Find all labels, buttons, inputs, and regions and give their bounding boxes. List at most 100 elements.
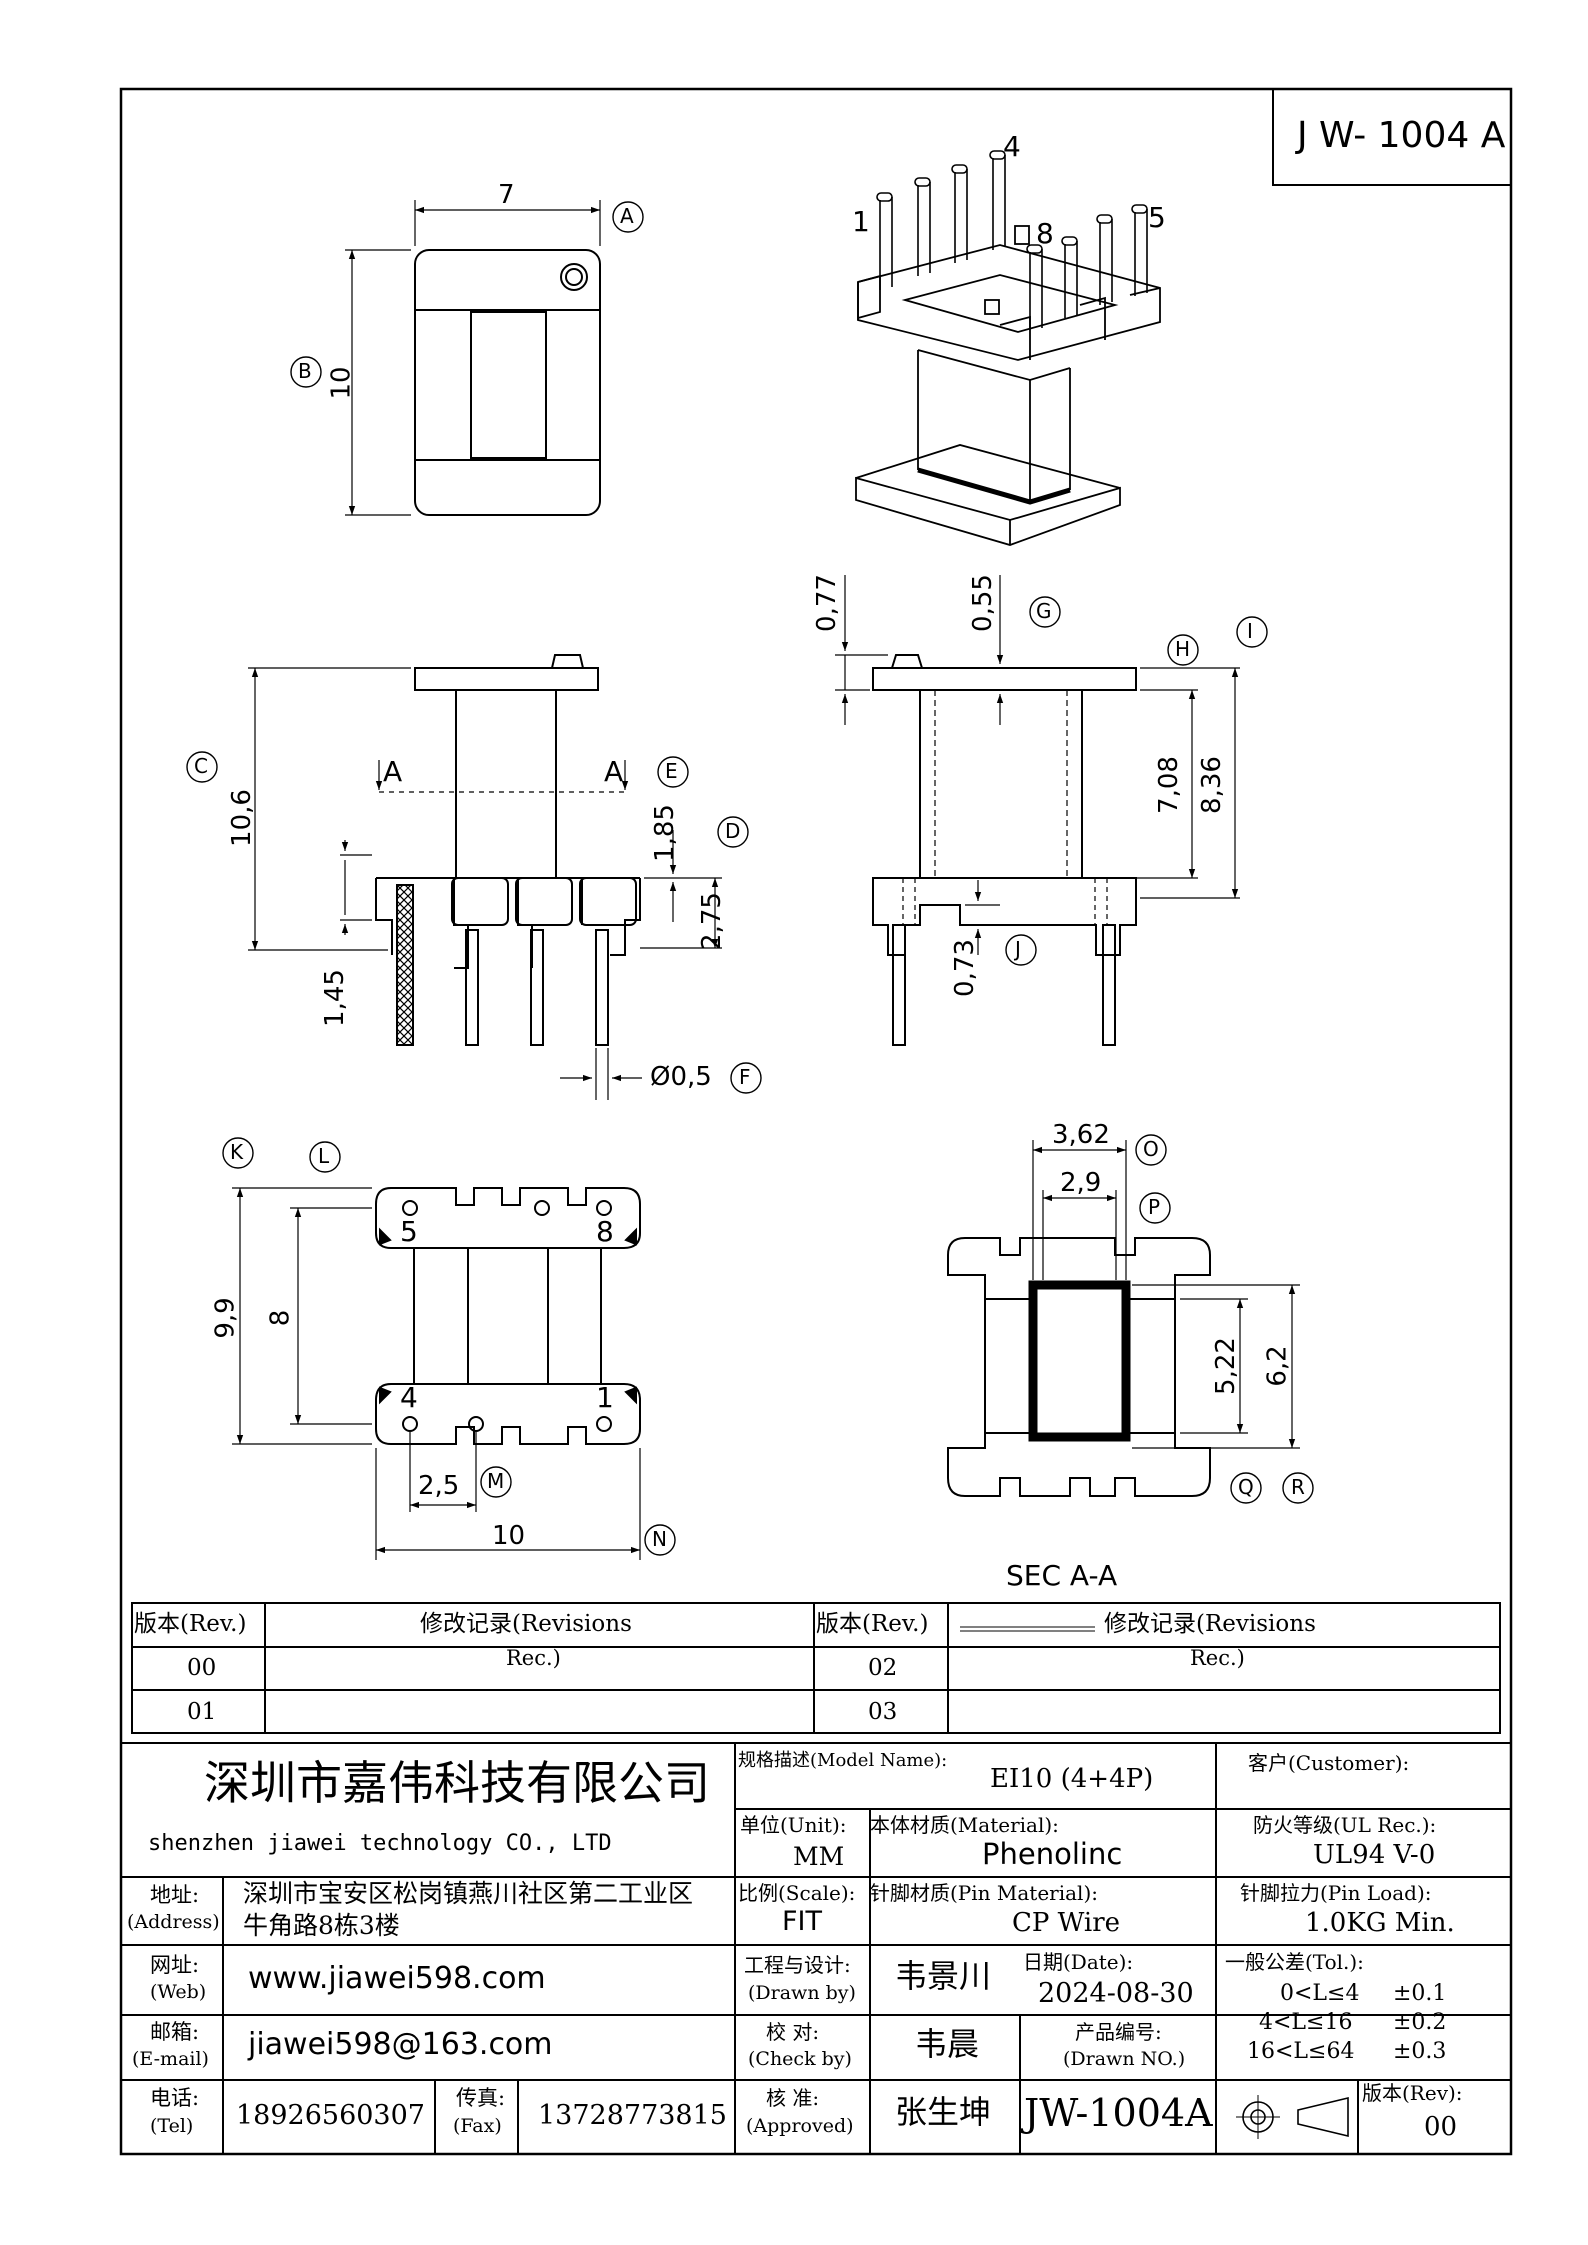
web-label: 网址: xyxy=(150,1953,200,1977)
balloon-letter: R xyxy=(1291,1475,1305,1499)
rev-label: 版本(Rev): xyxy=(1362,2081,1463,2105)
web-label-en: (Web) xyxy=(150,1981,207,2003)
balloon-letter: P xyxy=(1148,1195,1161,1219)
approved-by-value: 张生坤 xyxy=(895,2093,992,2131)
balloon-letter: Q xyxy=(1238,1475,1254,1499)
material-value: Phenolinc xyxy=(982,1837,1123,1871)
iso-pin-label: 5 xyxy=(1148,201,1166,234)
ul-value: UL94 V-0 xyxy=(1313,1840,1436,1870)
sheet-border xyxy=(119,87,1513,2156)
balloon-letter: M xyxy=(487,1469,505,1493)
dim-g2: 0,55 xyxy=(967,574,998,632)
front-view xyxy=(375,654,641,1046)
approved-label: 核 准: xyxy=(766,2086,820,2110)
scale-value: FIT xyxy=(782,1906,822,1937)
approved-label-en: (Approved) xyxy=(746,2115,854,2137)
ul-label: 防火等级(UL Rec.): xyxy=(1253,1813,1437,1837)
rev-value: 00 xyxy=(1424,2112,1458,2142)
dim-b: 10 xyxy=(326,366,357,400)
rev-row-00: 00 xyxy=(187,1655,217,1681)
date-label: 日期(Date): xyxy=(1023,1950,1134,1974)
dim-o2: 2,9 xyxy=(1060,1168,1102,1198)
dim-q: 5,22 xyxy=(1210,1337,1241,1395)
date-value: 2024-08-30 xyxy=(1038,1978,1194,2009)
balloon-letter: N xyxy=(652,1527,667,1551)
drawn-label-en: (Drawn by) xyxy=(748,1982,856,2004)
rev-header-left: 版本(Rev.) xyxy=(134,1611,247,1637)
drawn-label: 工程与设计: xyxy=(744,1953,851,1977)
dims-bottom-view xyxy=(232,1187,641,1560)
dim-j: 0,73 xyxy=(949,939,980,997)
dims-front-view xyxy=(248,667,722,1100)
tolerance-range: 0<L≤4 xyxy=(1280,1981,1360,2006)
section-title: SEC A-A xyxy=(1006,1559,1118,1592)
section-mark-left: A xyxy=(383,755,403,788)
dims-section-view xyxy=(1032,1140,1300,1449)
model-label: 规格描述(Model Name): xyxy=(738,1750,948,1771)
section-mark-right: A xyxy=(604,755,624,788)
address-line2: 牛角路8栋3楼 xyxy=(243,1911,400,1940)
check-label-en: (Check by) xyxy=(748,2048,852,2070)
dim-h: 7,08 xyxy=(1153,756,1184,814)
pin-material-label: 针脚材质(Pin Material): xyxy=(870,1881,1098,1905)
tolerance-value: ±0.3 xyxy=(1393,2039,1447,2064)
fax-label-en: (Fax) xyxy=(453,2115,502,2137)
balloon-letter: O xyxy=(1143,1137,1159,1161)
dim-g1: 0,77 xyxy=(811,574,842,632)
rev-record-header-left-2: Rec.) xyxy=(506,1646,561,1670)
fax-label: 传真: xyxy=(456,2086,506,2110)
address-line1: 深圳市宝安区松岗镇燕川社区第二工业区 xyxy=(243,1879,694,1908)
bottom-pin-label: 4 xyxy=(400,1381,418,1414)
tolerance-label: 一般公差(Tol.): xyxy=(1225,1950,1364,1974)
balloon-letter: G xyxy=(1036,599,1052,623)
dim-r: 6,2 xyxy=(1262,1345,1293,1387)
tel-label: 电话: xyxy=(150,2086,200,2110)
balloon-letter: D xyxy=(725,819,741,843)
address-label-en: (Address) xyxy=(127,1911,220,1933)
email-label: 邮箱: xyxy=(150,2020,200,2044)
dim-l: 8 xyxy=(265,1309,296,1327)
fax-value: 13728773815 xyxy=(538,2100,727,2131)
dim-n: 10 xyxy=(492,1521,526,1551)
address-label: 地址: xyxy=(150,1883,200,1907)
dim-f: Ø0,5 xyxy=(650,1062,712,1092)
unit-label: 单位(Unit): xyxy=(740,1813,847,1837)
email-label-en: (E-mail) xyxy=(132,2048,209,2070)
drawing-no-value: JW-1004A xyxy=(1024,2091,1213,2135)
balloon-letter: A xyxy=(620,204,634,228)
balloon-letter: F xyxy=(739,1065,751,1089)
check-by-value: 韦晨 xyxy=(915,2025,980,2063)
check-label: 校 对: xyxy=(766,2020,820,2044)
tel-label-en: (Tel) xyxy=(150,2115,194,2137)
balloon-letter: L xyxy=(318,1144,330,1168)
product-no-label-en: (Drawn NO.) xyxy=(1063,2048,1186,2070)
dim-k: 9,9 xyxy=(210,1297,241,1339)
rev-record-header-left: 修改记录(Revisions xyxy=(420,1611,632,1637)
dim-i: 8,36 xyxy=(1196,756,1227,814)
rev-record-header-right: 修改记录(Revisions xyxy=(1104,1611,1316,1637)
unit-value: MM xyxy=(793,1842,845,1871)
rev-record-header-right-2: Rec.) xyxy=(1190,1646,1245,1670)
model-value: EI10 (4+4P) xyxy=(990,1764,1154,1794)
bottom-pin-label: 5 xyxy=(400,1215,418,1248)
dims-top-view xyxy=(345,200,601,516)
section-aa-view xyxy=(947,1237,1211,1497)
tolerance-value: ±0.2 xyxy=(1393,2010,1447,2035)
company-name-cn: 深圳市嘉伟科技有限公司 xyxy=(204,1756,710,1810)
drawn-by-value: 韦景川 xyxy=(895,1957,992,1995)
top-view xyxy=(414,249,601,516)
side-view xyxy=(872,654,1137,1046)
iso-pin-label: 1 xyxy=(852,205,870,238)
drawing-number-top: J W- 1004 A xyxy=(1297,115,1506,156)
dim-m: 2,5 xyxy=(418,1471,460,1501)
tolerance-value: ±0.1 xyxy=(1393,1981,1447,2006)
email-link[interactable]: jiawei598@163.com xyxy=(248,2027,553,2062)
web-link[interactable]: www.jiawei598.com xyxy=(248,1961,546,1996)
projection-symbol-icon xyxy=(1236,2095,1349,2139)
dim-o1: 3,62 xyxy=(1052,1120,1110,1150)
dim-c: 10,6 xyxy=(226,789,257,847)
drawing-number-box xyxy=(1272,88,1512,186)
tolerance-range: 16<L≤64 xyxy=(1247,2039,1355,2064)
iso-pin-label: 4 xyxy=(1003,130,1021,163)
